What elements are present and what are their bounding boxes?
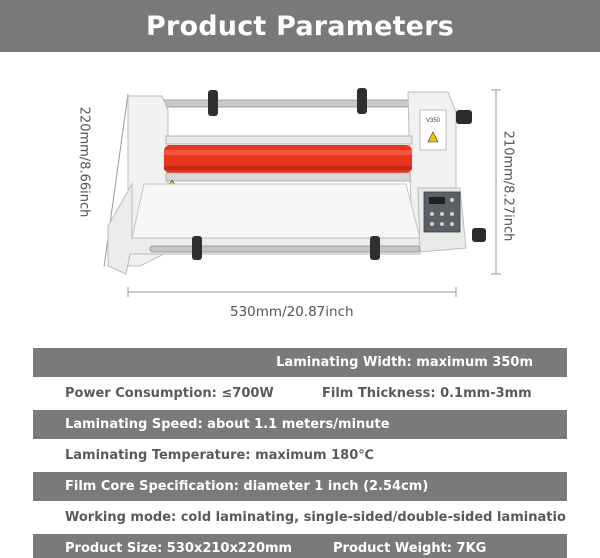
spec-film-thickness: Film Thickness: 0.1mm-3mm [322, 386, 532, 401]
spec-table: Laminating Width: maximum 350m Power Con… [33, 348, 567, 558]
spec-film-core: Film Core Specification: diameter 1 inch… [65, 479, 429, 494]
bottom-rod-clamp-left [192, 236, 202, 260]
page-title: Product Parameters [146, 10, 454, 42]
upper-roller-cover [165, 135, 413, 145]
bottom-rod [149, 245, 421, 253]
top-rod-clamp-left [208, 90, 218, 116]
width-dimension: 530mm/20.87inch [230, 304, 354, 320]
top-rod-clamp-right [357, 88, 367, 114]
height-dimension-right: 210mm/8.27inch [500, 130, 516, 242]
feed-tray [131, 183, 421, 239]
spec-laminating-width: Laminating Width: maximum 350m [276, 355, 533, 370]
spec-laminating-speed: Laminating Speed: about 1.1 meters/minut… [65, 417, 390, 432]
spec-power-consumption: Power Consumption: ≤700W [65, 386, 274, 401]
right-top-knob [456, 110, 472, 124]
machine-model-label: V350 [426, 118, 441, 124]
warning-icon [427, 131, 439, 143]
temperature-display [429, 197, 445, 204]
bottom-rod-clamp-right [370, 236, 380, 260]
laminator-illustration: V350 [103, 88, 501, 297]
height-dimension-left: 220mm/8.66inch [76, 106, 92, 218]
spec-product-size: Product Size: 530x210x220mm [65, 541, 293, 556]
spec-row-film-core: Film Core Specification: diameter 1 inch… [33, 472, 567, 501]
spec-product-weight: Product Weight: 7KG [333, 541, 487, 556]
spec-laminating-temperature: Laminating Temperature: maximum 180℃ [65, 448, 374, 463]
spec-working-mode: Working mode: cold laminating, single-si… [65, 510, 567, 525]
product-image-area: V350 220mm/8.66inch 210mm/8.27inch 530mm [0, 52, 600, 348]
spec-row-working-mode: Working mode: cold laminating, single-si… [33, 503, 567, 532]
spec-row-temperature: Laminating Temperature: maximum 180℃ [33, 441, 567, 470]
machine-label [419, 109, 447, 151]
page-header: Product Parameters [0, 0, 600, 52]
lower-roller [165, 172, 411, 182]
right-bottom-knob [472, 228, 486, 242]
spec-row-speed: Laminating Speed: about 1.1 meters/minut… [33, 410, 567, 439]
spec-row-size-weight: Product Size: 530x210x220mm Product Weig… [33, 534, 567, 558]
spec-row-laminating-width: Laminating Width: maximum 350m [33, 348, 567, 377]
spec-row-power-film: Power Consumption: ≤700W Film Thickness:… [33, 379, 567, 408]
top-rod [159, 99, 451, 108]
